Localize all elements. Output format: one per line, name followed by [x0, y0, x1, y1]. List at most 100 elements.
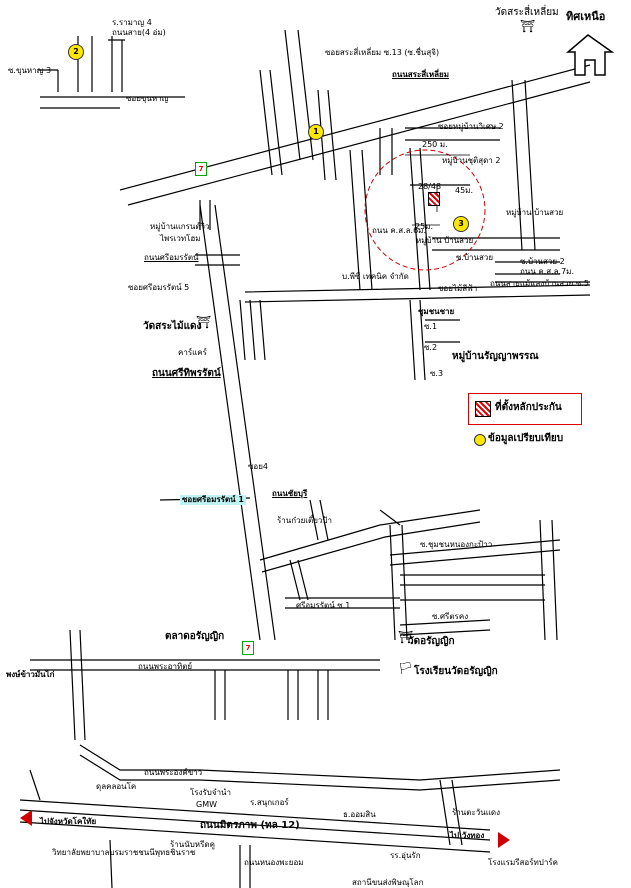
label-giant: โรงรับจำนำ: [190, 788, 232, 797]
road-soi-wiset: [405, 127, 500, 141]
label-soi-phrom-1: ซอยศรีอมรรัตน์ 1: [180, 495, 246, 505]
label-mu-ban-suai-2: หมู่บ้าน บ้านสวย: [506, 208, 564, 217]
label-thanon-sa-si-liam: ถนนสระสี่เหลี่ยม: [392, 70, 450, 79]
label-satani-rotfai: สถานีขนส่งพิษณุโลก: [352, 878, 424, 887]
road-east-small: [379, 128, 393, 175]
label-250: 250 ม.: [422, 140, 448, 149]
label-wat-ratchanyak: วัดอรัญญิก: [408, 636, 455, 647]
label-mu-ban-ratchanya: หมู่บ้านรัญญาพรรณ: [452, 351, 539, 362]
road-south-c: [439, 779, 463, 846]
label-ran-kwan: ร้านตะวันแดง: [452, 808, 500, 817]
road-soi-13: [284, 29, 314, 161]
road-chaiyaburi: [259, 509, 481, 573]
road-chaiyaburi-north: [309, 499, 329, 541]
label-road-e: ถนนสายแม้แลงบ้านสวย ซ.5: [490, 279, 589, 288]
label-thanon-ratchaphruek: ถนนศรีทิพรรัตน์: [152, 368, 221, 379]
label-thanon-chaiyaburi: ถนนชัยบุรี: [272, 489, 308, 498]
road-east-grid: [400, 519, 558, 641]
road-soi-north-2: [259, 69, 283, 176]
label-wat-sa-si-liam: วัดสระสี่เหลี่ยม: [495, 7, 559, 18]
label-soi-4: ซอย4: [248, 462, 269, 471]
road-soi-thaoyai: [409, 147, 431, 291]
label-nonsai-4: ถนนสาย(4 อ่ม): [112, 28, 166, 37]
label-ran-kinkhao: ร้านนับหรีดคู: [170, 840, 215, 849]
seven-eleven-icon-1: 7: [195, 162, 207, 176]
map-title: ทิศเหนือ: [566, 10, 606, 23]
label-rangsit: ร.สนุกเกอร์: [250, 798, 289, 807]
road-sri-amon-5: [244, 284, 591, 303]
label-25: 25ม.: [415, 222, 433, 231]
north-arrow-icon: [565, 34, 615, 76]
road-sa-si-liam: [119, 64, 591, 206]
road-east-ban-suai-2: [495, 261, 590, 283]
label-shop-tecnic: บ.พีซี เทคนิค จำกัด: [342, 272, 409, 281]
label-soi-3: ซ.3: [430, 369, 444, 378]
label-chusuda: หมู่บ้านชุติสุดา 2: [442, 156, 501, 165]
label-to-wangthong: ไป วังทอง: [450, 831, 485, 840]
label-road-d: ถนน ค.ส.ล.7ม.: [520, 267, 574, 276]
road-sri-thep: [199, 204, 276, 641]
label-khun-3: ซ.ขุนหาญ 3: [8, 66, 52, 75]
label-soi-13: ซอยสระสี่เหลี่ยม ซ.13 (ซ.ชื่นสุจิ): [325, 48, 440, 57]
temple-icon-3: ⛩: [398, 630, 414, 644]
legend-comparable-label: ข้อมูลเปรียบเทียบ: [488, 433, 564, 444]
label-car-care: คาร์แคร์: [178, 348, 207, 357]
label-thanon-phra-atit: ถนนพระอาทิตย์: [138, 662, 193, 671]
road-phrom-1: [285, 597, 400, 609]
road-south-d: [239, 845, 251, 888]
road-ratchanya: [409, 299, 426, 381]
label-khonkaen-shop: ดุลคลอนโค: [96, 782, 137, 791]
legend-pin-swatch: [474, 434, 486, 446]
road-khun-3: [38, 69, 59, 92]
comparable-pin-1: 1: [308, 124, 324, 140]
label-road-a: ถนน ค.ส.ล.6ม.: [372, 226, 426, 235]
road-chaiyaburi-east: [379, 509, 401, 526]
comparable-pin-3: 3: [453, 216, 469, 232]
road-to-ban-suai: [432, 237, 560, 251]
arrow-east-icon: [498, 832, 510, 848]
label-ku-thong: รร.อุ่นรัก: [390, 851, 421, 860]
label-thanon-phrom-det: ถนนศรีอมรรัตน์: [144, 253, 199, 262]
road-side-soi-b: [259, 299, 266, 361]
label-soi-1: ซ.1: [424, 322, 438, 331]
road-mittraphap: [19, 799, 491, 853]
road-east-vertical: [511, 79, 536, 251]
temple-icon-2: ⛩: [196, 315, 212, 329]
label-soi-2: ซ.2: [424, 343, 438, 352]
label-wat-sa-mai-daeng: วัดสระไม้แดง: [143, 321, 202, 332]
label-soi-wiset: ซอยหมู่บ้านวิเศษ 2: [438, 122, 504, 131]
label-mu-ban-khaen: หมู่บ้านแกรนด์วิว: [150, 222, 210, 231]
label-sai-dhom: ธ.ออมสิน: [343, 810, 376, 819]
label-soi-khun-han: ซอยขุนหาญ: [126, 94, 169, 103]
road-side-soi-a: [239, 299, 256, 361]
road-sri-amon: [195, 254, 240, 266]
radius-circle: [364, 149, 486, 271]
label-thanon-mittraphap: ถนนมิตรภาพ (ทล 12): [200, 820, 300, 831]
label-resort: โรงแรมรีสอร์ทปาร์ค: [488, 858, 558, 867]
label-shop-kuaitiao: ร้านก๋วยเตี๋ยวป้า: [277, 516, 332, 525]
road-side-east: [389, 524, 408, 641]
label-soi-chada: ชุมชนชาย: [418, 307, 455, 316]
road-khun-4: [77, 36, 125, 92]
label-soi-sri-hong: ซ.ศรีตรคง: [432, 612, 469, 621]
collateral-site-marker: [428, 192, 440, 206]
road-sw-diag: [289, 559, 309, 601]
label-thanon-phrom-1: ศรีอมรรัตน์ ซ.1: [296, 601, 351, 610]
label-soi-sai-mai: ซอยไม้สีฟ้า: [438, 284, 478, 293]
label-plot: 28/48: [418, 182, 442, 191]
road-phra-atit: [30, 659, 380, 671]
comparable-pin-2: 2: [68, 44, 84, 60]
road-west-vertical: [69, 629, 86, 741]
label-thanon-lang: ถนนหนองพะยอม: [244, 858, 304, 867]
road-soi-chumchon: [389, 539, 561, 566]
seven-eleven-icon-2: 7: [242, 641, 254, 655]
label-thanon-phraong: ถนนพระองค์ขาว: [144, 768, 203, 777]
label-to-chiangmai: ไปจังหวัดโคใทัย: [40, 817, 97, 826]
legend-box: ที่ตั้งหลักประกัน: [468, 393, 582, 425]
label-45: 45ม.: [455, 186, 473, 195]
label-soi-phrom-5: ซอยศรีอมรรัตน์ 5: [128, 283, 190, 292]
label-road-c: ซ.บ้านสวย 2: [520, 257, 565, 266]
label-gmw: GMW: [196, 800, 218, 809]
